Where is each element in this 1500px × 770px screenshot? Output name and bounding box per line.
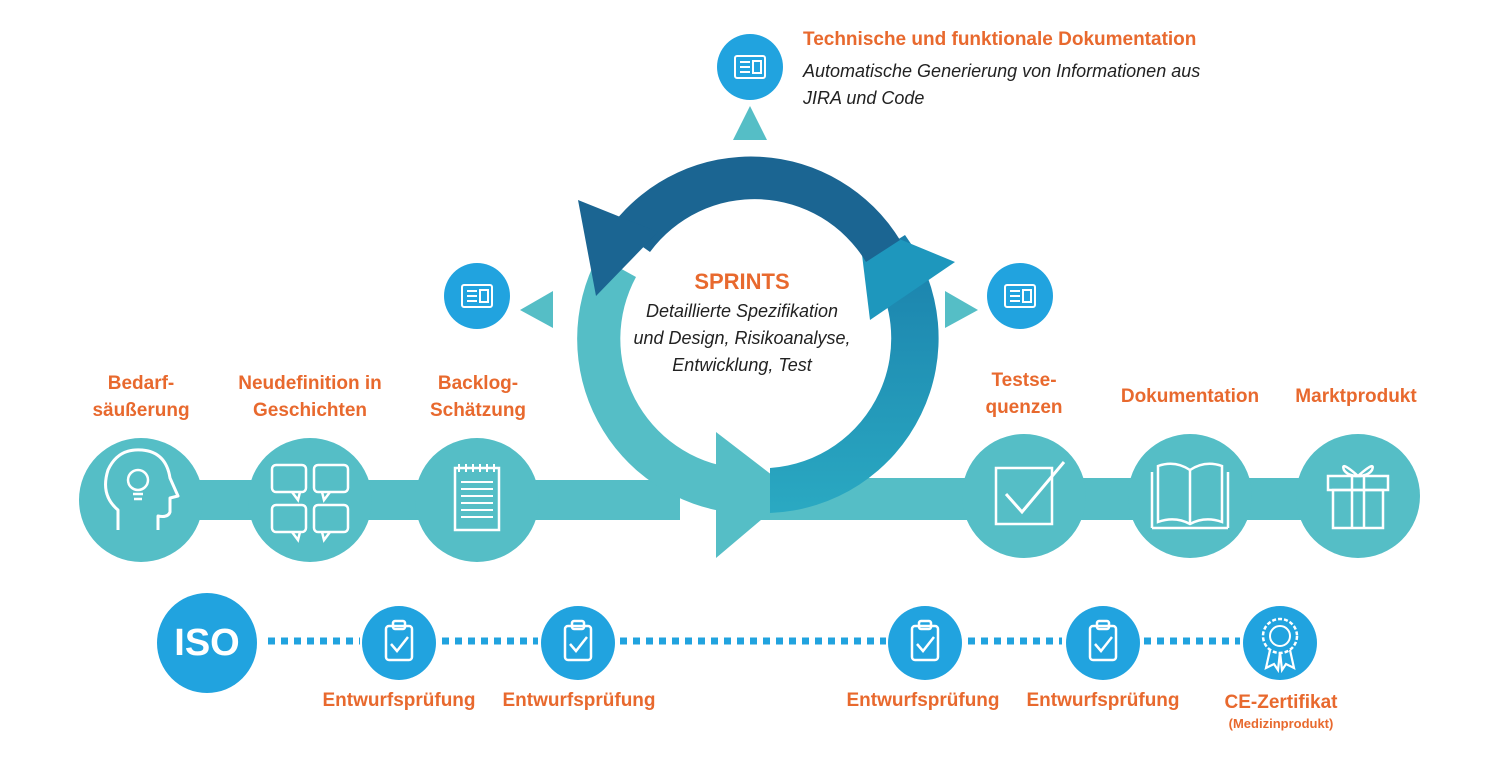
pointer-right: [945, 291, 978, 328]
document-icon: [717, 34, 783, 100]
review-label: Entwurfsprüfung: [1026, 690, 1180, 711]
sprint-arrow-top: [578, 200, 658, 296]
speech-bubbles-icon: [248, 438, 372, 562]
stage-label: Testse- quenzen: [985, 370, 1063, 418]
documentation-title: Technische und funktionale Dokumentation: [803, 29, 1197, 50]
clipboard-check-icon: [888, 606, 962, 680]
sprints-subtitle: Detaillierte Spezifikation und Design, R…: [633, 301, 851, 375]
certificate-badge-icon: [1243, 606, 1317, 680]
gift-icon: [1296, 434, 1420, 558]
checkbox-icon: [962, 434, 1086, 558]
iso-badge: [157, 593, 257, 693]
stage-label: Marktprodukt: [1295, 386, 1417, 407]
sprint-loop-blue: [770, 235, 939, 513]
clipboard-check-icon: [1066, 606, 1140, 680]
head-lightbulb-icon: [79, 438, 203, 562]
iso-label: ISO: [174, 622, 240, 664]
sprints-title: SPRINTS: [694, 269, 790, 294]
clipboard-check-icon: [362, 606, 436, 680]
sprint-arrow-bottom: [716, 432, 794, 558]
flow-band-left: [120, 480, 680, 520]
document-icon: [444, 263, 510, 329]
documentation-subtitle: Automatische Generierung von Information…: [803, 61, 1201, 108]
sprint-loop-dark: [612, 156, 900, 262]
sprint-loop-teal: [577, 256, 735, 513]
pointer-left: [520, 291, 553, 328]
stage-label: Neudefinition in Geschichten: [238, 373, 382, 421]
pointer-top: [733, 106, 767, 140]
review-label: Entwurfsprüfung: [502, 690, 656, 711]
clipboard-check-icon: [541, 606, 615, 680]
stage-label: Bedarf- säußerung: [92, 373, 190, 421]
review-label: Entwurfsprüfung: [322, 690, 476, 711]
open-book-icon: [1128, 434, 1252, 558]
certificate-label: CE-Zertifikat: [1224, 692, 1338, 713]
document-icon: [987, 263, 1053, 329]
stage-label: Dokumentation: [1120, 386, 1260, 407]
stage-label: Backlog- Schätzung: [429, 373, 527, 421]
certificate-note: (Medizinprodukt): [1228, 716, 1334, 731]
notepad-icon: [415, 438, 539, 562]
review-label: Entwurfsprüfung: [846, 690, 1000, 711]
